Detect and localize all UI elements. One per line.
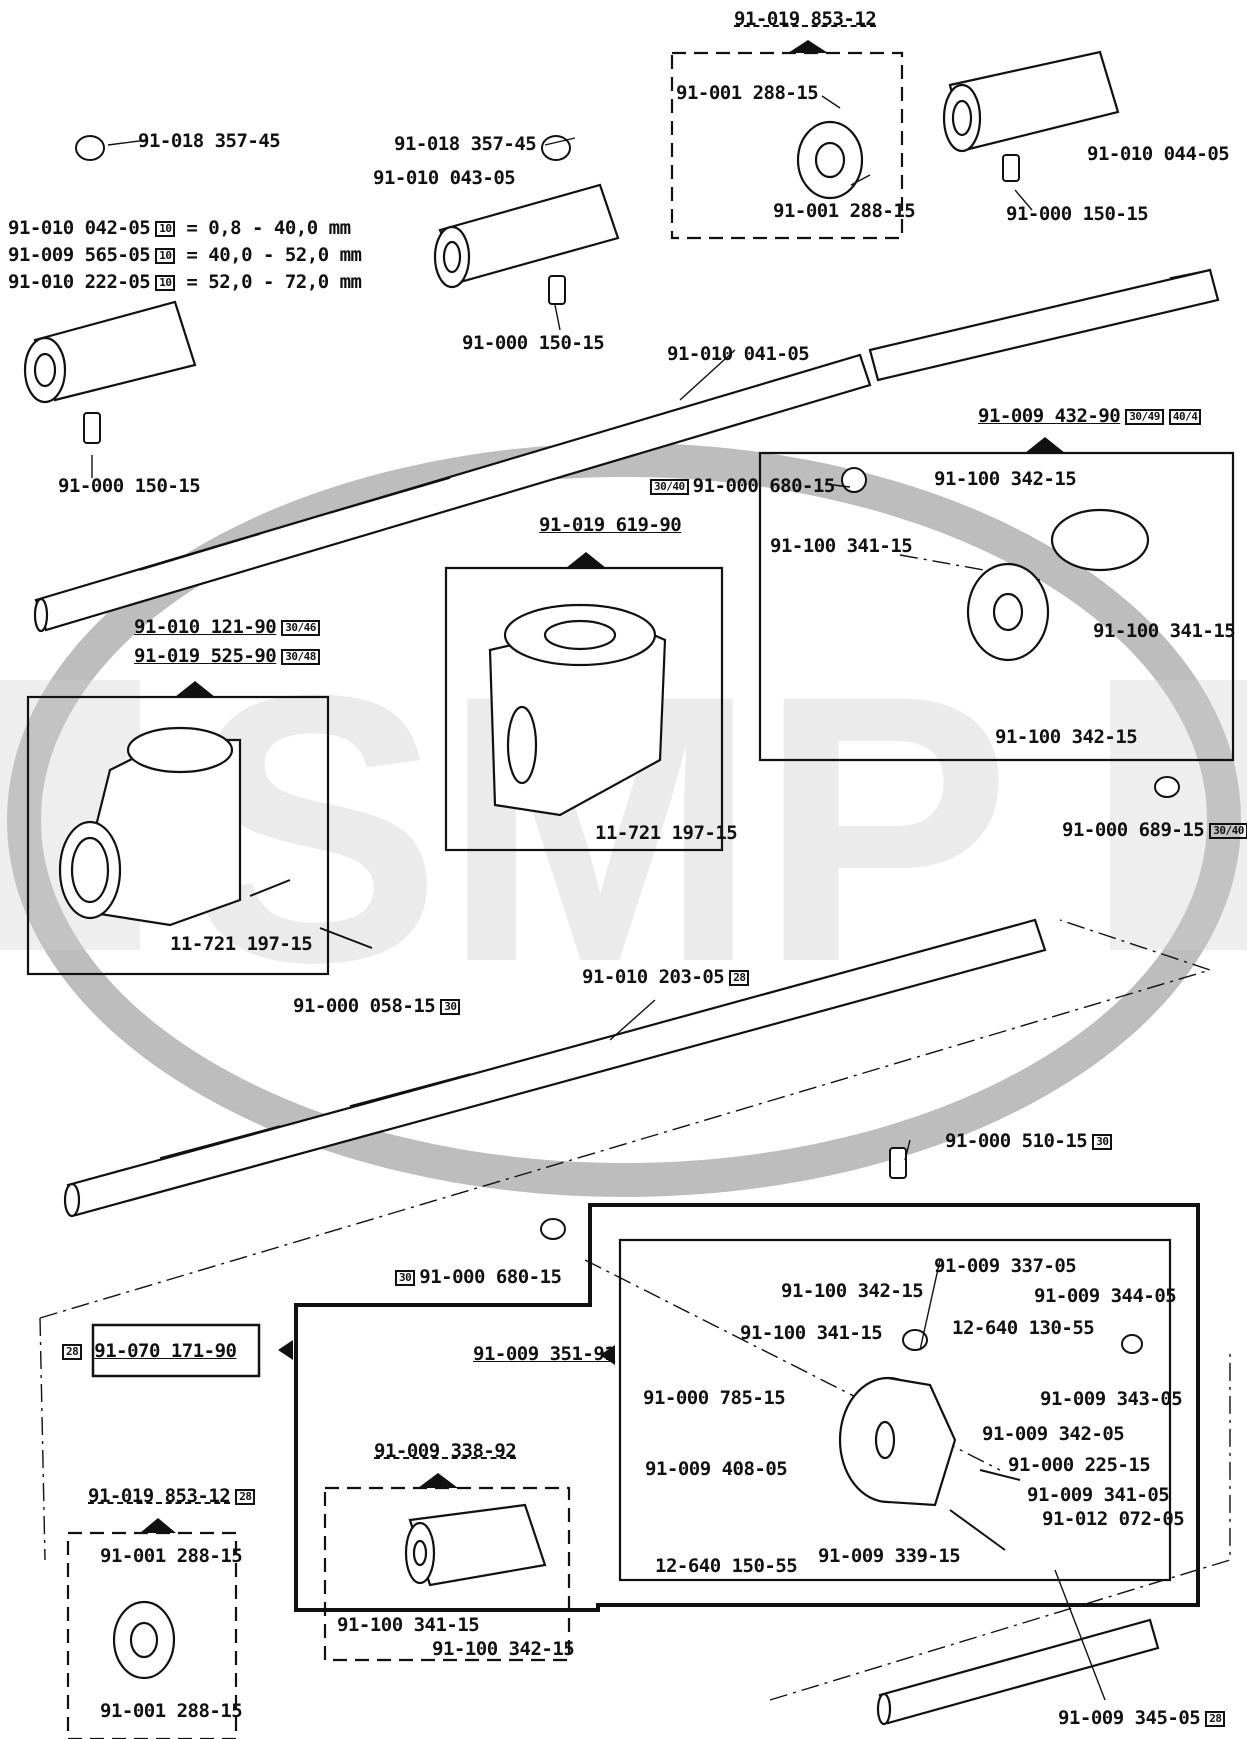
part-number: 91-000 058-15 xyxy=(293,995,436,1017)
tag-box: 30/40 xyxy=(1209,822,1247,839)
tag-box: 30 xyxy=(1092,1133,1113,1150)
part-number: 91-000 680-15 xyxy=(419,1266,562,1288)
label-11-721-197-15-b: 11-721 197-15 xyxy=(170,933,313,955)
part-number: 91-000 680-15 xyxy=(692,475,836,497)
label-91-000-150-15-b: 91-000 150-15 xyxy=(462,332,605,354)
tag-box: 30 xyxy=(440,998,461,1015)
box-351-91 xyxy=(294,1203,1200,1612)
label-91-100-341-15-c: 91-100 341-15 xyxy=(740,1322,883,1344)
label-91-100-341-15-b: 91-100 341-15 xyxy=(1093,620,1236,642)
part-number: 91-010 121-90 xyxy=(134,616,277,638)
label-91-009-351-91: 91-009 351-91 xyxy=(473,1343,616,1365)
label-91-010-044-05: 91-010 044-05 xyxy=(1087,143,1230,165)
box-070-171 xyxy=(91,1323,261,1378)
label-91-000-150-15-c: 91-000 150-15 xyxy=(58,475,201,497)
part-number: 91-010 042-05 xyxy=(8,217,151,239)
part-number: 91-000 689-15 xyxy=(1062,819,1205,841)
tag-box: 40/4 xyxy=(1168,408,1202,425)
label-12-640-150-55: 12-640 150-55 xyxy=(655,1555,798,1577)
tag-box: 10 xyxy=(155,247,176,264)
part-number: 91-010 222-05 xyxy=(8,271,151,293)
tag-box: 30 xyxy=(395,1269,416,1286)
label-91-100-342-15-a: 91-100 342-15 xyxy=(934,468,1077,490)
label-91-009-408-05: 91-009 408-05 xyxy=(645,1458,788,1480)
label-91-009-338-92: 91-009 338-92 xyxy=(374,1440,517,1462)
label-12-640-130-55: 12-640 130-55 xyxy=(952,1317,1095,1339)
box-inner-351 xyxy=(618,1238,1172,1582)
label-91-009-344-05: 91-009 344-05 xyxy=(1034,1285,1177,1307)
label-91-009-343-05: 91-009 343-05 xyxy=(1040,1388,1183,1410)
label-91-009-339-15: 91-009 339-15 xyxy=(818,1545,961,1567)
label-91-009-337-05: 91-009 337-05 xyxy=(934,1255,1077,1277)
label-91-100-341-15-a: 91-100 341-15 xyxy=(770,535,913,557)
tag-box: 10 xyxy=(155,220,176,237)
part-number: 91-070 171-90 xyxy=(94,1340,237,1362)
part-number: 91-010 203-05 xyxy=(582,966,725,988)
part-number: 91-019 853-12 xyxy=(88,1485,231,1507)
label-91-070-171-90: 28 91-070 171-90 xyxy=(62,1340,237,1362)
part-number: 91-000 510-15 xyxy=(945,1130,1088,1152)
label-91-012-072-05: 91-012 072-05 xyxy=(1042,1508,1185,1530)
label-91-100-342-15-d: 91-100 342-15 xyxy=(432,1638,575,1660)
box-853-12-bottom xyxy=(66,1531,238,1739)
tag-box: 28 xyxy=(1205,1710,1226,1727)
range-text: = 52,0 - 72,0 mm xyxy=(186,271,362,293)
label-91-010-041-05: 91-010 041-05 xyxy=(667,343,810,365)
label-91-001-288-15-c: 91-001 288-15 xyxy=(100,1545,243,1567)
label-91-000-150-15-a: 91-000 150-15 xyxy=(1006,203,1149,225)
label-91-000-225-15: 91-000 225-15 xyxy=(1008,1454,1151,1476)
label-91-019-853-12-top: 91-019 853-12 xyxy=(734,8,877,30)
label-91-018-357-45-b: 91-018 357-45 xyxy=(394,133,537,155)
label-11-721-197-15-a: 11-721 197-15 xyxy=(595,822,738,844)
tag-box: 10 xyxy=(155,274,176,291)
tag-box: 30/48 xyxy=(281,648,320,665)
label-91-100-342-15-c: 91-100 342-15 xyxy=(781,1280,924,1302)
label-91-001-288-15-d: 91-001 288-15 xyxy=(100,1700,243,1722)
label-91-018-357-45-a: 91-018 357-45 xyxy=(138,130,281,152)
part-number: 91-009 565-05 xyxy=(8,244,151,266)
tag-box: 30/49 xyxy=(1125,408,1164,425)
part-number: 91-019 525-90 xyxy=(134,645,277,667)
label-91-001-288-15-a: 91-001 288-15 xyxy=(676,82,819,104)
tag-box: 28 xyxy=(729,969,750,986)
label-91-000-785-15: 91-000 785-15 xyxy=(643,1387,786,1409)
label-91-010-043-05: 91-010 043-05 xyxy=(373,167,516,189)
label-91-100-342-15-b: 91-100 342-15 xyxy=(995,726,1138,748)
part-number: 91-009 432-90 xyxy=(978,405,1121,427)
tag-box: 28 xyxy=(62,1343,83,1360)
label-91-001-288-15-b: 91-001 288-15 xyxy=(773,200,916,222)
part-number: 91-009 345-05 xyxy=(1058,1707,1201,1729)
box-853-12-top xyxy=(670,51,904,240)
label-91-009-342-05: 91-009 342-05 xyxy=(982,1423,1125,1445)
label-91-100-341-15-d: 91-100 341-15 xyxy=(337,1614,480,1636)
label-91-019-619-90: 91-019 619-90 xyxy=(539,514,682,536)
range-text: = 40,0 - 52,0 mm xyxy=(186,244,362,266)
tag-box: 30/40 xyxy=(650,478,689,495)
range-text: = 0,8 - 40,0 mm xyxy=(186,217,351,239)
label-91-009-341-05: 91-009 341-05 xyxy=(1027,1484,1170,1506)
tag-box: 28 xyxy=(235,1488,256,1505)
tag-box: 30/46 xyxy=(281,619,320,636)
